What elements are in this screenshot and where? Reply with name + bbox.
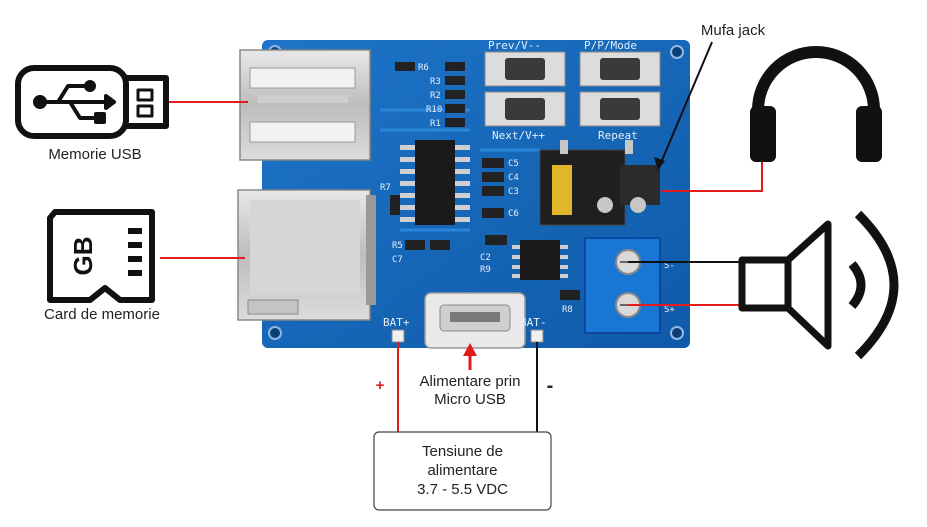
- ic-main-chip: [400, 140, 470, 225]
- pcb-label-bat-minus: BAT-: [520, 316, 547, 329]
- pcb-label-c5: C5: [508, 159, 519, 169]
- pcb-label-r1: R1: [430, 119, 441, 129]
- label-plus: +: [375, 377, 385, 394]
- label-minus: -: [546, 375, 554, 397]
- pcb-label-r8: R8: [562, 305, 573, 315]
- pcb-label-prev: Prev/V--: [488, 39, 541, 52]
- push-button-next: [484, 91, 566, 127]
- svg-text:GB: GB: [68, 237, 98, 276]
- push-button-repeat: [579, 91, 661, 127]
- pcb-label-bat-plus: BAT+: [383, 316, 410, 329]
- micro-usb-port: [424, 292, 526, 349]
- pcb-label-r3: R3: [430, 77, 441, 87]
- wire-headphones: [662, 160, 763, 192]
- pcb-label-r5: R5: [392, 241, 403, 251]
- pcb-label-r10: R10: [426, 105, 442, 115]
- pcb-label-s-plus: S+: [664, 305, 675, 315]
- pcb-label-r7: R7: [380, 183, 391, 193]
- push-button-prev: [484, 51, 566, 87]
- bat-minus-pad: [530, 329, 544, 343]
- sd-card-slot: [237, 189, 376, 321]
- bat-plus-pad: [391, 329, 405, 343]
- push-button-pp-mode: [579, 51, 661, 87]
- pcb-label-r6: R6: [418, 63, 429, 73]
- pcb-label-c4: C4: [508, 173, 519, 183]
- pcb-label-c6: C6: [508, 209, 519, 219]
- smd-resistors: [395, 62, 465, 127]
- speaker-icon: [738, 210, 899, 360]
- pcb-label-repeat: Repeat: [598, 129, 638, 142]
- pcb-label-c2: C2: [480, 253, 491, 263]
- usb-a-port: [239, 49, 371, 161]
- usb-stick-icon: [15, 65, 169, 139]
- label-sd-card: Card de memorie: [44, 306, 160, 323]
- audio-jack-socket: [539, 140, 660, 226]
- ic-amplifier: [485, 235, 580, 300]
- sd-card-icon: GB: [47, 209, 155, 303]
- headphones-icon: [750, 46, 882, 162]
- pointer-jack: [659, 41, 713, 166]
- label-audio-jack: Mufa jack: [700, 22, 766, 39]
- pcb-label-c3: C3: [508, 187, 519, 197]
- screw-terminal: [584, 237, 661, 334]
- supply-box: [373, 431, 552, 511]
- pcb-label-c7: C7: [392, 255, 403, 265]
- pcb-label-r2: R2: [430, 91, 441, 101]
- pcb-label-s-minus: S-: [664, 261, 675, 271]
- label-supply-voltage: Tensiune de alimentare 3.7 - 5.5 VDC: [417, 443, 508, 498]
- label-micro-usb-power: Alimentare prin Micro USB: [419, 373, 521, 408]
- label-usb-memory: Memorie USB: [48, 146, 142, 163]
- pcb-label-pp-mode: P/P/Mode: [584, 39, 637, 52]
- wires: [160, 41, 763, 432]
- pcb-label-r9: R9: [480, 265, 491, 275]
- smd-capacitors: [390, 158, 504, 250]
- pcb-label-next: Next/V++: [492, 129, 545, 142]
